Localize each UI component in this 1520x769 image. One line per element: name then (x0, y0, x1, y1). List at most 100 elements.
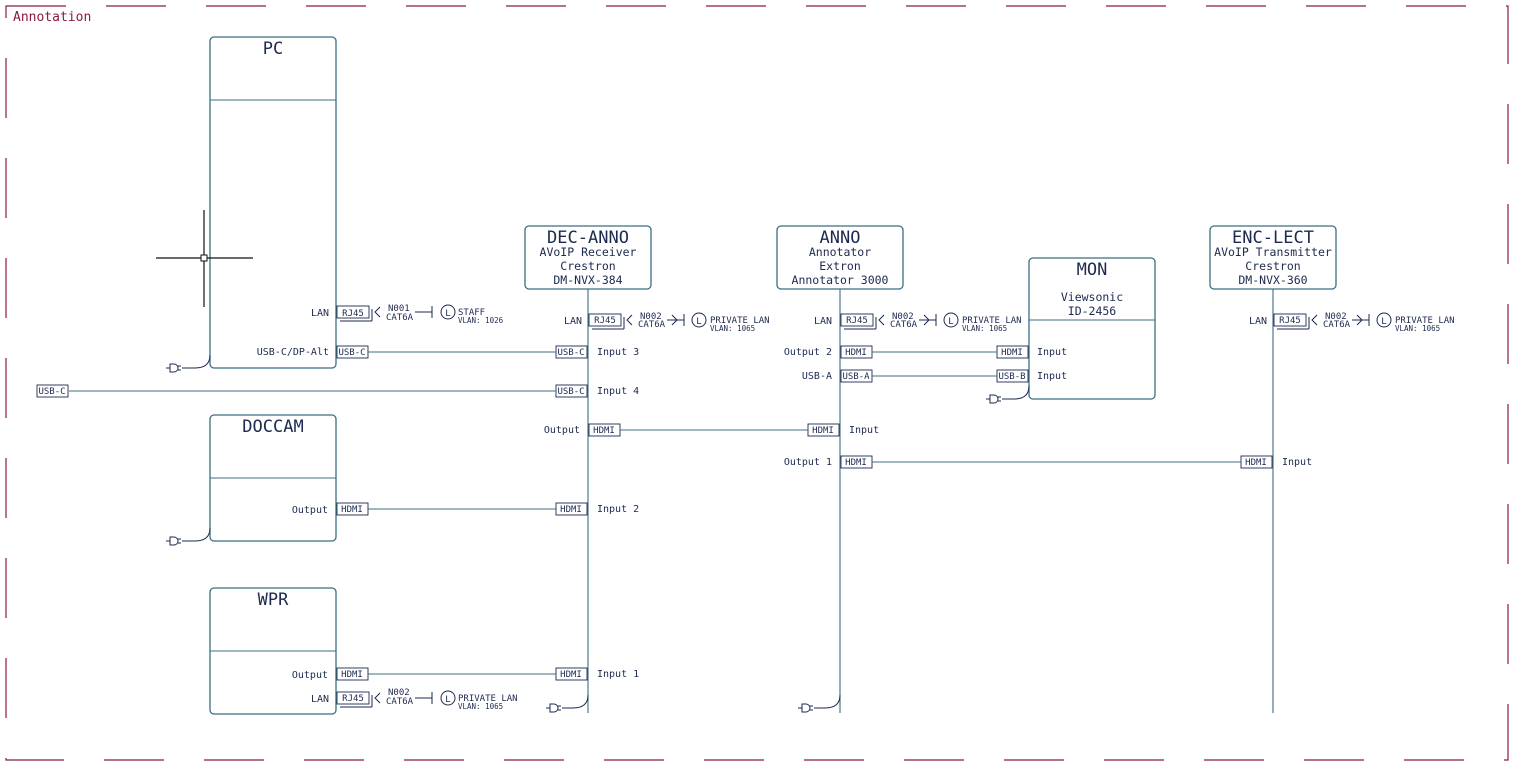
dec-line3: DM-NVX-384 (553, 273, 622, 287)
pc-net-vlan: VLAN: 1026 (458, 316, 504, 325)
enc-line1: AVoIP Transmitter (1214, 245, 1332, 259)
enc-hdmi-in: HDMI (1245, 458, 1267, 468)
enc-input-label: Input (1282, 457, 1312, 468)
wpr-net-id: N002 (388, 688, 410, 698)
doccam-title: DOCCAM (242, 417, 303, 437)
network-icon (440, 304, 456, 320)
pc-usbc-conn-label: USB-C (338, 348, 365, 358)
device-wpr[interactable]: WPR Output LAN (209, 587, 337, 715)
anno-usba-label: USB-A (802, 371, 832, 382)
power-plug-icon (985, 394, 1002, 404)
pc-net-name: STAFF (458, 308, 485, 318)
dec-line1: AVoIP Receiver (540, 245, 637, 259)
pc-usbc-label: USB-C/DP-Alt (257, 347, 329, 358)
dec-lan-label: LAN (564, 316, 582, 327)
power-plug-icon (165, 536, 182, 546)
power-plug-icon (797, 703, 814, 713)
dec-line2: Crestron (560, 259, 615, 273)
annotation-frame: Annotation (5, 5, 1509, 761)
enc-net-id: N002 (1325, 312, 1347, 322)
dec-hdmi-out: HDMI (593, 426, 615, 436)
anno-line1: Annotator (809, 245, 871, 259)
device-doccam[interactable]: DOCCAM Output (209, 414, 337, 542)
dec-net-name: PRIVATE LAN (710, 316, 770, 326)
pc-rj45-label: RJ45 (342, 309, 364, 319)
anno-lan-label: LAN (814, 316, 832, 327)
anno-output1-label: Output 1 (784, 457, 832, 468)
wpr-net-cable: CAT6A (386, 697, 414, 707)
enc-rj45-label: RJ45 (1279, 316, 1301, 326)
dec-input3-label: Input 3 (597, 347, 639, 358)
anno-title: ANNO (820, 228, 861, 248)
device-dec-anno[interactable]: DEC-ANNO AVoIP Receiver Crestron DM-NVX-… (524, 225, 652, 290)
power-plug-icon (165, 363, 182, 373)
anno-net-cable: CAT6A (890, 320, 918, 330)
wpr-rj45-connector (336, 691, 370, 705)
anno-line2: Extron (819, 259, 861, 273)
mon-line1: Viewsonic (1061, 290, 1123, 304)
device-enc-lect[interactable]: ENC-LECT AVoIP Transmitter Crestron DM-N… (1209, 225, 1337, 290)
mon-power (985, 385, 1030, 404)
dec-output-label: Output (544, 425, 580, 436)
dec-usbc-in4: USB-C (557, 387, 584, 397)
device-pc[interactable]: PC LAN USB-C/DP-Alt (209, 36, 337, 369)
anno-line3: Annotator 3000 (792, 273, 889, 287)
network-icon (691, 312, 707, 328)
enc-line3: DM-NVX-360 (1238, 273, 1307, 287)
dec-input2-label: Input 2 (597, 504, 639, 515)
mon-usbb-conn: USB-B (998, 372, 1025, 382)
pc-rj45-connector (336, 305, 370, 319)
pc-lan-label: LAN (311, 308, 329, 319)
pc-power (165, 354, 211, 373)
dec-rj45-label: RJ45 (594, 316, 616, 326)
anno-usba-conn: USB-A (842, 372, 870, 382)
mon-input-hdmi-label: Input (1037, 347, 1067, 358)
anno-net-id: N002 (892, 312, 914, 322)
device-mon[interactable]: MON Viewsonic ID-2456 Input Input (1028, 257, 1156, 400)
network-symbol: L (696, 317, 701, 327)
anno-net-name: PRIVATE LAN (962, 316, 1022, 326)
anno-rj45-label: RJ45 (846, 316, 868, 326)
mon-line2: ID-2456 (1068, 304, 1117, 318)
wpr-output-label: Output (292, 670, 328, 681)
enc-net-vlan: VLAN: 1065 (1395, 324, 1440, 333)
pc-net-id: N001 (388, 304, 410, 314)
doccam-output-label: Output (292, 505, 328, 516)
power-plug-icon (545, 703, 562, 713)
dec-input1-label: Input 1 (597, 669, 639, 680)
dec-usbc-in3: USB-C (557, 348, 584, 358)
mon-title: MON (1077, 260, 1108, 280)
dec-title: DEC-ANNO (547, 228, 629, 248)
network-icon (1376, 312, 1392, 328)
pc-title: PC (263, 39, 283, 59)
wpr-hdmi-label: HDMI (341, 670, 363, 680)
enc-line2: Crestron (1245, 259, 1300, 273)
network-icon (440, 690, 456, 706)
anno-output2-label: Output 2 (784, 347, 832, 358)
wpr-net-vlan: VLAN: 1065 (458, 702, 503, 711)
dec-hdmi-in1: HDMI (560, 670, 582, 680)
anno-net-vlan: VLAN: 1065 (962, 324, 1007, 333)
wpr-lan-label: LAN (311, 694, 329, 705)
cables (69, 351, 1241, 675)
enc-title: ENC-LECT (1232, 228, 1314, 248)
dec-hdmi-in2: HDMI (560, 505, 582, 515)
network-symbol: L (445, 695, 450, 705)
dec-input4-label: Input 4 (597, 386, 639, 397)
frame-label: Annotation (13, 10, 91, 25)
enc-net-cable: CAT6A (1323, 320, 1351, 330)
wpr-title: WPR (258, 590, 289, 610)
doccam-hdmi-label: HDMI (341, 505, 363, 515)
network-icon (943, 312, 959, 328)
usbc-input-label: USB-C (38, 387, 65, 397)
network-symbol: L (1381, 317, 1386, 327)
dec-net-id: N002 (640, 312, 662, 322)
anno-input-label: Input (849, 425, 879, 436)
mon-input-usb-label: Input (1037, 371, 1067, 382)
anno-hdmi-in: HDMI (812, 426, 834, 436)
wpr-rj45-label: RJ45 (342, 694, 364, 704)
network-symbol: L (948, 317, 953, 327)
usbc-input-connector (36, 384, 69, 398)
device-anno[interactable]: ANNO Annotator Extron Annotator 3000 (776, 225, 904, 290)
